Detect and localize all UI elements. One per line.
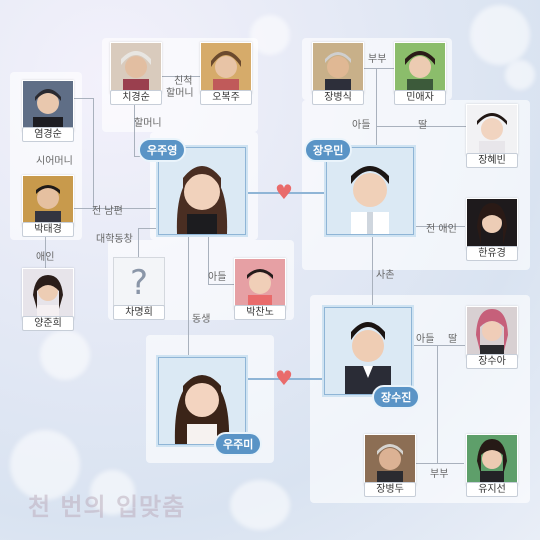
- photo-jang-sua: [466, 306, 518, 358]
- relation-cousin: 사촌: [376, 270, 395, 281]
- relation-daughter-right: 딸: [418, 120, 428, 131]
- connector-line: [45, 230, 46, 268]
- bokeh: [505, 60, 535, 90]
- relation-couple-top: 부부: [368, 54, 387, 65]
- photo-min-aeja: [394, 42, 446, 94]
- connector-line: [134, 96, 135, 156]
- bokeh: [230, 480, 290, 530]
- relation-son: 아들: [208, 272, 227, 283]
- relation-ex-lover: 전 애인: [426, 224, 457, 235]
- relation-college-friend: 대학동창: [96, 234, 133, 245]
- relation-grandmother: 할머니: [134, 118, 162, 129]
- connector-line: [437, 345, 438, 463]
- name-chi-gyeongsun: 치경순: [110, 90, 162, 105]
- heart-icon: ♥: [275, 180, 293, 204]
- connector-line: [412, 345, 438, 346]
- connector-line: [93, 98, 94, 208]
- connector-line: [246, 378, 324, 380]
- connector-line: [160, 76, 200, 77]
- connector-line: [208, 284, 234, 285]
- name-jang-hyebin: 장혜빈: [466, 153, 518, 168]
- name-oh-bokju: 오복주: [200, 90, 252, 105]
- connector-line: [437, 345, 465, 346]
- connector-line: [415, 226, 465, 227]
- name-min-aeja: 민애자: [394, 90, 446, 105]
- photo-jang-byeongdu: [364, 434, 416, 486]
- name-woo-jumi: 우주미: [214, 432, 263, 456]
- photo-han-yugyeong: [466, 198, 518, 250]
- relation-cousin-grandmother: 친척: [174, 76, 193, 87]
- bokeh: [90, 470, 135, 515]
- relation-daughter-bottom: 딸: [448, 334, 458, 345]
- photo-jang-byeongsik: [312, 42, 364, 94]
- name-cha-myeonghui: 차명희: [113, 305, 165, 320]
- photo-jang-hyebin: [466, 104, 518, 156]
- photo-oh-bokju: [200, 42, 252, 94]
- photo-yang-junhui: [22, 268, 74, 320]
- name-yang-junhui: 양준희: [22, 316, 74, 331]
- photo-park-taegyeong: [22, 175, 74, 227]
- connector-line: [372, 236, 373, 308]
- name-jang-byeongdu: 장병두: [364, 482, 416, 497]
- connector-line: [376, 68, 377, 148]
- relation-lover: 애인: [36, 252, 55, 263]
- name-yu-jiseon: 유지선: [466, 482, 518, 497]
- name-han-yugyeong: 한유경: [466, 246, 518, 261]
- name-jang-woomin: 장우민: [304, 138, 353, 162]
- photo-yeom-gyeongsun: [22, 80, 74, 132]
- drama-logo: 천 번의 입맞춤: [28, 492, 186, 521]
- photo-jang-sujin: [324, 307, 412, 395]
- relation-younger-sibling: 동생: [192, 314, 211, 325]
- connector-line: [248, 192, 326, 194]
- connector-line: [188, 236, 189, 358]
- connector-line: [138, 228, 160, 229]
- name-jang-byeongsik: 장병식: [312, 90, 364, 105]
- bokeh: [10, 430, 80, 500]
- name-jang-sua: 장수아: [466, 354, 518, 369]
- connector-line: [72, 98, 94, 99]
- heart-icon: ♥: [275, 366, 293, 390]
- unknown-photo-icon: ?: [113, 257, 165, 309]
- connector-line: [412, 463, 464, 464]
- photo-yu-jiseon: [466, 434, 518, 486]
- name-park-channo: 박찬노: [234, 305, 286, 320]
- connector-line: [376, 126, 466, 127]
- name-park-taegyeong: 박태경: [22, 222, 74, 237]
- relation-couple-bottom: 부부: [430, 469, 449, 480]
- relation-son-right: 아들: [352, 120, 371, 131]
- relation-son-bottom: 아들: [416, 334, 435, 345]
- photo-chi-gyeongsun: [110, 42, 162, 94]
- bokeh: [40, 330, 90, 380]
- connector-line: [360, 68, 394, 69]
- name-woo-juyeong: 우주영: [138, 138, 187, 162]
- bokeh: [470, 5, 530, 65]
- photo-woo-jumi: [158, 357, 246, 445]
- connector-line: [72, 208, 160, 209]
- relation-ex-husband: 전 남편: [92, 206, 123, 217]
- photo-park-channo: [234, 258, 286, 310]
- connector-line: [208, 236, 209, 284]
- photo-woo-juyeong: [158, 147, 246, 235]
- name-jang-sujin: 장수진: [372, 385, 421, 409]
- name-yeom-gyeongsun: 염경순: [22, 127, 74, 142]
- relation-mother-in-law: 시어머니: [36, 156, 73, 167]
- connector-line: [138, 228, 139, 258]
- relation-cousin-grandmother-2: 할머니: [166, 88, 194, 99]
